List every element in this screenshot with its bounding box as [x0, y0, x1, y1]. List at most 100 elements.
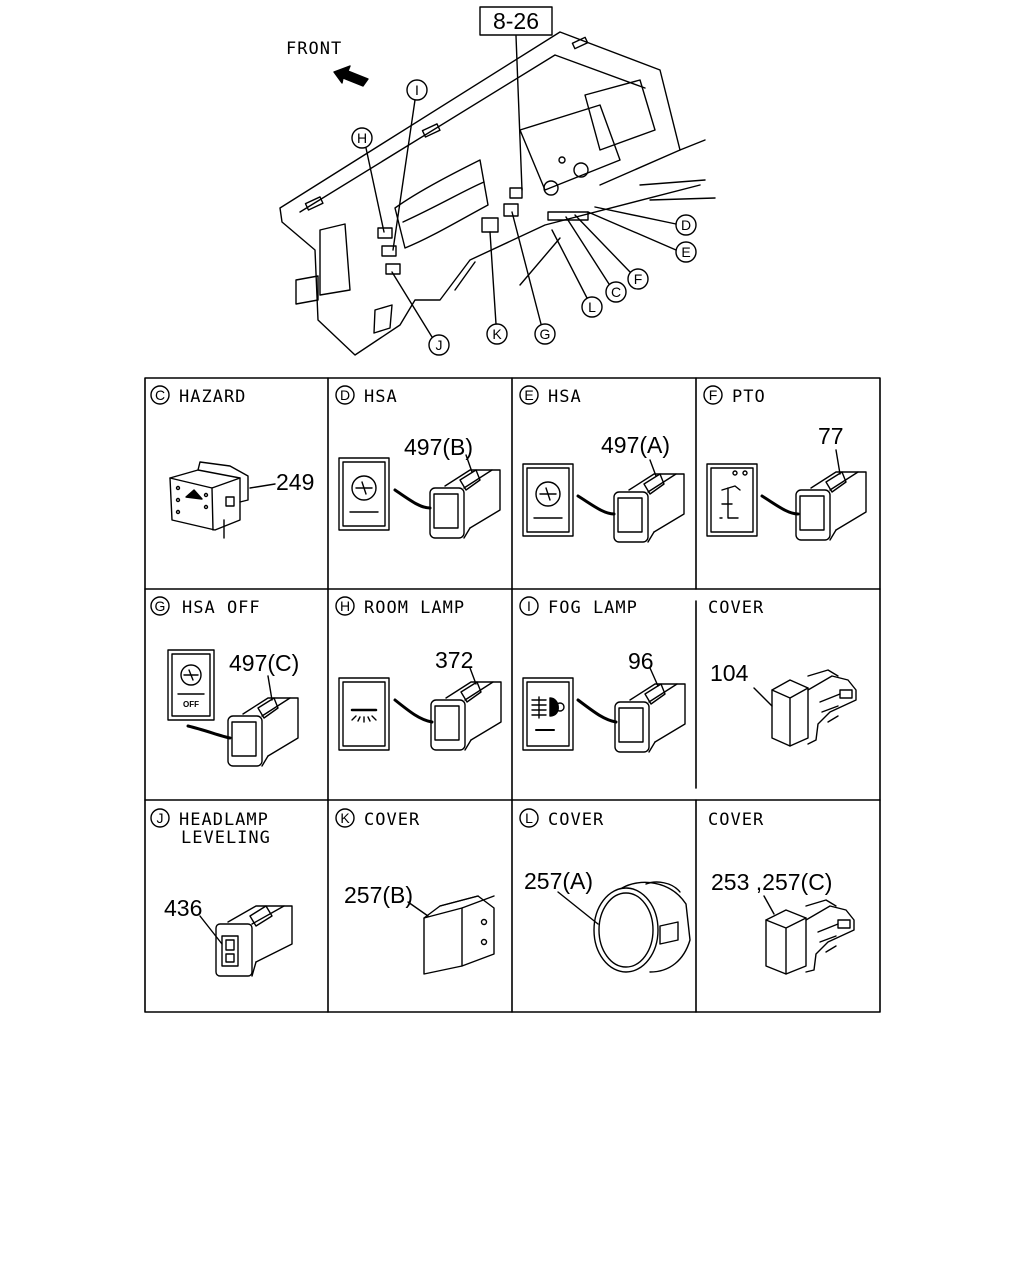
cover-drawing: [407, 895, 495, 975]
part-number: 497(C): [229, 650, 299, 676]
switch-drawing: [430, 667, 502, 751]
part-number: 104: [710, 660, 749, 686]
off-text: OFF: [183, 700, 199, 709]
callout-D: D: [594, 206, 697, 236]
switch-drawing: [429, 454, 501, 539]
cell-title: HAZARD: [179, 387, 246, 407]
cell-hazard: C HAZARD 249: [150, 385, 314, 539]
part-number: 96: [628, 648, 654, 674]
callout-L: L: [551, 229, 603, 318]
leader-arrow: [186, 724, 232, 740]
callout-E: E: [587, 211, 697, 263]
cover-round-drawing: [557, 881, 691, 973]
cell-title: HSA OFF: [182, 598, 261, 618]
svg-text:E: E: [681, 244, 690, 260]
svg-text:I: I: [527, 598, 531, 614]
svg-text:I: I: [415, 82, 419, 98]
parts-grid: [144, 377, 881, 1013]
cell-title: HSA: [548, 387, 582, 407]
switch-drawing: [613, 459, 685, 543]
leader-arrow: [576, 698, 618, 724]
reference-number: 8-26: [493, 8, 539, 34]
part-number: 497(B): [404, 434, 473, 460]
svg-text:K: K: [492, 326, 502, 342]
svg-text:L: L: [525, 810, 533, 826]
part-number: 372: [435, 647, 473, 673]
dashboard-overview: 8-26 FRONT: [279, 6, 716, 356]
cell-title: ROOM LAMP: [364, 598, 465, 618]
cell-title: COVER: [364, 810, 420, 830]
svg-text:G: G: [155, 598, 166, 614]
ref-leader-line: [515, 35, 523, 191]
cell-title: HSA: [364, 387, 398, 407]
part-number: 436: [164, 895, 202, 921]
leader-arrow: [393, 698, 434, 724]
leader-arrow: [760, 494, 800, 516]
cell-headlamp-leveling: J HEADLAMP LEVELING 436: [150, 808, 293, 977]
cell-cover-k: K COVER 257(B): [335, 808, 495, 975]
dash-left-box: [295, 275, 319, 305]
cell-title: PTO: [732, 387, 766, 407]
cell-title: COVER: [708, 810, 764, 830]
fog-lamp-icon-panel: [522, 677, 574, 751]
svg-text:H: H: [340, 598, 350, 614]
hsa-icon-panel: [338, 457, 390, 531]
hsa-icon-panel: [522, 463, 574, 537]
svg-text:F: F: [634, 271, 643, 287]
svg-text:J: J: [157, 810, 164, 826]
callout-K: K: [486, 231, 508, 345]
switch-drawing: [227, 675, 299, 767]
cell-cover-l: L COVER 257(A): [519, 808, 691, 973]
cell-cover-104: COVER 104: [708, 598, 857, 747]
cell-room-lamp: H ROOM LAMP 372: [335, 596, 502, 751]
cell-title: HEADLAMP: [179, 810, 269, 830]
room-lamp-icon-panel: [338, 677, 390, 751]
hazard-switch-drawing: [169, 461, 276, 539]
cell-hsa-off: G HSA OFF OFF 497(C): [150, 596, 299, 767]
svg-text:F: F: [709, 387, 718, 403]
svg-text:E: E: [524, 387, 533, 403]
callout-F: F: [574, 214, 649, 290]
part-number: 253 ,257(C): [711, 869, 832, 895]
cell-fog-lamp: I FOG LAMP 96: [519, 596, 686, 753]
cell-pto: F PTO 77: [703, 385, 867, 541]
leader-arrow: [576, 494, 616, 516]
leader-arrow: [393, 488, 432, 510]
part-number: 257(B): [344, 882, 413, 908]
svg-text:C: C: [611, 284, 621, 300]
svg-text:J: J: [436, 337, 443, 353]
svg-text:D: D: [681, 217, 691, 233]
svg-text:K: K: [340, 810, 350, 826]
cell-title: COVER: [708, 598, 764, 618]
cell-title: COVER: [548, 810, 604, 830]
dash-left-vent: [319, 223, 351, 296]
svg-text:D: D: [340, 387, 350, 403]
part-number: 77: [818, 423, 844, 449]
svg-text:L: L: [588, 299, 596, 315]
meter-cluster: [394, 159, 489, 249]
hazard-triangle-icon: [185, 489, 203, 500]
svg-text:C: C: [155, 387, 165, 403]
reference-box: [479, 6, 553, 36]
dashboard-outline: [279, 31, 701, 356]
dash-top-edge: [299, 54, 646, 213]
front-label: FRONT: [286, 39, 342, 59]
cell-title-line2: LEVELING: [181, 828, 271, 848]
part-number: 257(A): [524, 868, 593, 894]
dash-lower-switch: [373, 304, 393, 334]
switch-drawing: [795, 449, 867, 541]
cell-title: FOG LAMP: [548, 598, 638, 618]
callout-G: G: [511, 211, 556, 345]
svg-text:G: G: [540, 326, 551, 342]
callout-I: I: [392, 79, 428, 251]
front-arrow-icon: [333, 65, 369, 87]
cover-drawing: [763, 895, 855, 975]
audio-panel: [584, 79, 656, 151]
cell-hsa-e: E HSA 497(A): [519, 385, 685, 543]
cell-cover-253: COVER 253 ,257(C): [708, 810, 855, 975]
hsa-off-icon-panel: OFF: [167, 649, 215, 721]
cover-drawing: [753, 669, 857, 747]
svg-text:H: H: [357, 130, 367, 146]
part-number: 497(A): [601, 432, 670, 458]
